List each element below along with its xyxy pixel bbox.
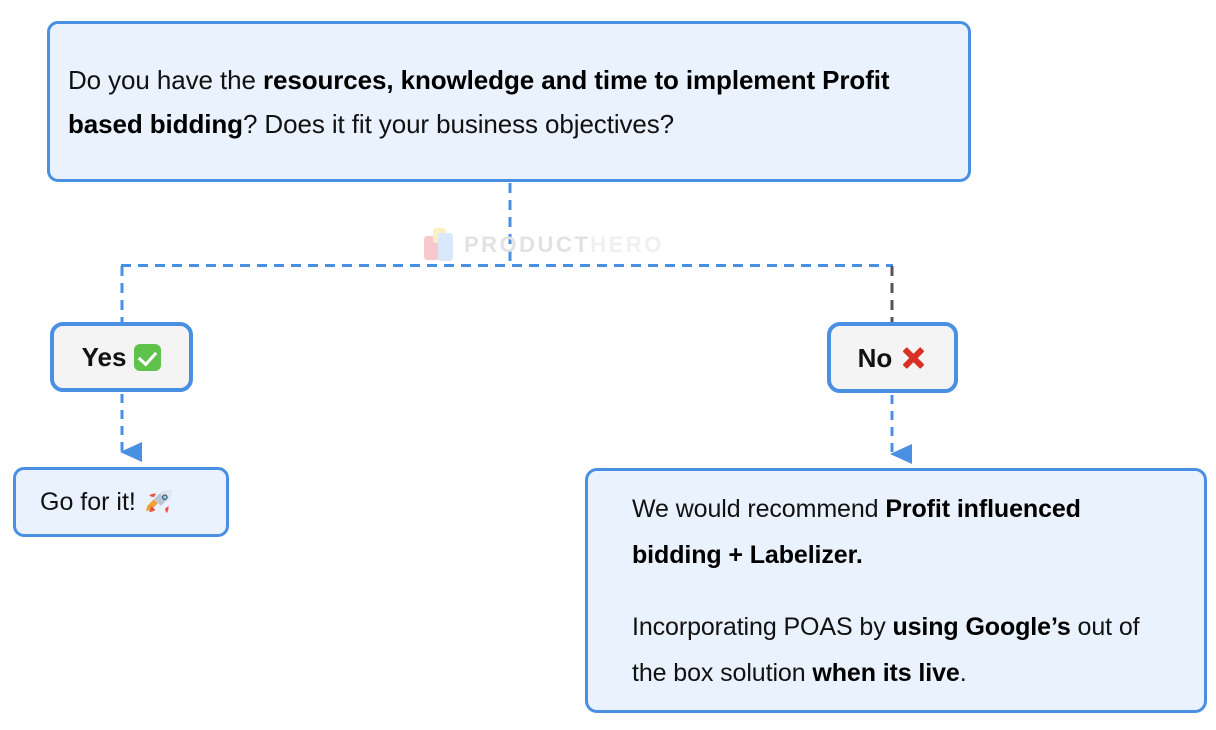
recommendation-p2-part-3: .: [959, 658, 967, 687]
question-box: Do you have the resources, knowledge and…: [47, 21, 971, 182]
recommendation-p2-bold: using Google’s: [892, 612, 1071, 641]
recommendation-p1-part: We would recommend: [632, 494, 886, 523]
outcome-go-text-row: Go for it!: [40, 487, 202, 517]
producthero-watermark: PRODUCTHERO: [424, 228, 664, 262]
cross-mark-emoji: [900, 344, 927, 371]
question-text-part: Do you have the: [68, 64, 263, 95]
recommendation-p2-part: Incorporating POAS by: [632, 612, 893, 641]
decision-no-box[interactable]: No: [827, 322, 958, 393]
watermark-text-strong: PRODUCT: [464, 232, 591, 257]
outcome-recommendation-box: We would recommend Profit influenced bid…: [585, 468, 1207, 713]
rocket-emoji: [145, 489, 175, 516]
decision-yes-box[interactable]: Yes: [50, 322, 193, 392]
recommendation-paragraph-2: Incorporating POAS by using Google’s out…: [632, 604, 1160, 696]
question-text-part-2: ? Does it fit your business objectives?: [242, 108, 675, 139]
outcome-go-for-it-box: Go for it!: [13, 467, 229, 537]
white-check-mark-emoji: [134, 343, 162, 371]
question-text-bold-2: Profit based bidding: [68, 64, 890, 139]
decision-yes-label-wrap: Yes: [81, 342, 162, 372]
recommendation-paragraph-1: We would recommend Profit influenced bid…: [632, 486, 1160, 578]
outcome-go-label: Go for it!: [40, 488, 136, 516]
watermark-text-light: HERO: [590, 232, 664, 257]
recommendation-p2-bold-2: when its live: [812, 658, 960, 687]
decision-yes-label: Yes: [81, 342, 127, 372]
recommendation-p2-part-2: out of the box solution: [632, 612, 1140, 687]
producthero-logo-icon: [424, 228, 454, 262]
recommendation-p1-bold: Profit influenced bidding + Labelizer.: [632, 494, 1081, 569]
decision-no-label-wrap: No: [858, 344, 928, 371]
question-text: Do you have the resources, knowledge and…: [68, 58, 950, 146]
watermark-text: PRODUCTHERO: [464, 234, 664, 256]
decision-no-label: No: [857, 342, 893, 373]
question-text-bold: resources, knowledge and time to impleme…: [262, 64, 816, 95]
